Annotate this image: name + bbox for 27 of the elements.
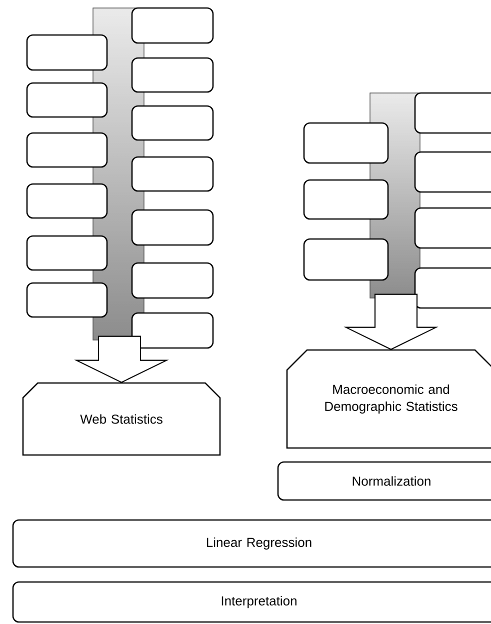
empty-box — [131, 156, 214, 192]
empty-box — [414, 207, 491, 249]
process-box: Interpretation — [12, 581, 491, 623]
process-box: Macroeconomic and Demographic Statistics — [286, 349, 491, 449]
empty-box — [26, 235, 108, 271]
block-arrow — [74, 336, 169, 383]
process-box: Normalization — [277, 461, 491, 501]
empty-box — [131, 312, 214, 349]
empty-box — [26, 82, 108, 118]
empty-box — [26, 282, 108, 318]
empty-box — [26, 132, 108, 168]
empty-box — [131, 209, 214, 246]
empty-box — [303, 122, 389, 164]
empty-box — [414, 267, 491, 309]
block-arrow — [344, 294, 438, 350]
empty-box — [26, 34, 108, 71]
empty-box — [26, 183, 108, 219]
empty-box — [131, 262, 214, 299]
empty-box — [131, 105, 214, 141]
empty-box — [131, 7, 214, 44]
empty-box — [414, 92, 491, 134]
empty-box — [414, 151, 491, 193]
empty-box — [131, 57, 214, 93]
empty-box — [303, 179, 389, 220]
process-box: Web Statistics — [22, 382, 221, 456]
process-box: Linear Regression — [12, 519, 491, 568]
empty-box — [303, 238, 389, 281]
